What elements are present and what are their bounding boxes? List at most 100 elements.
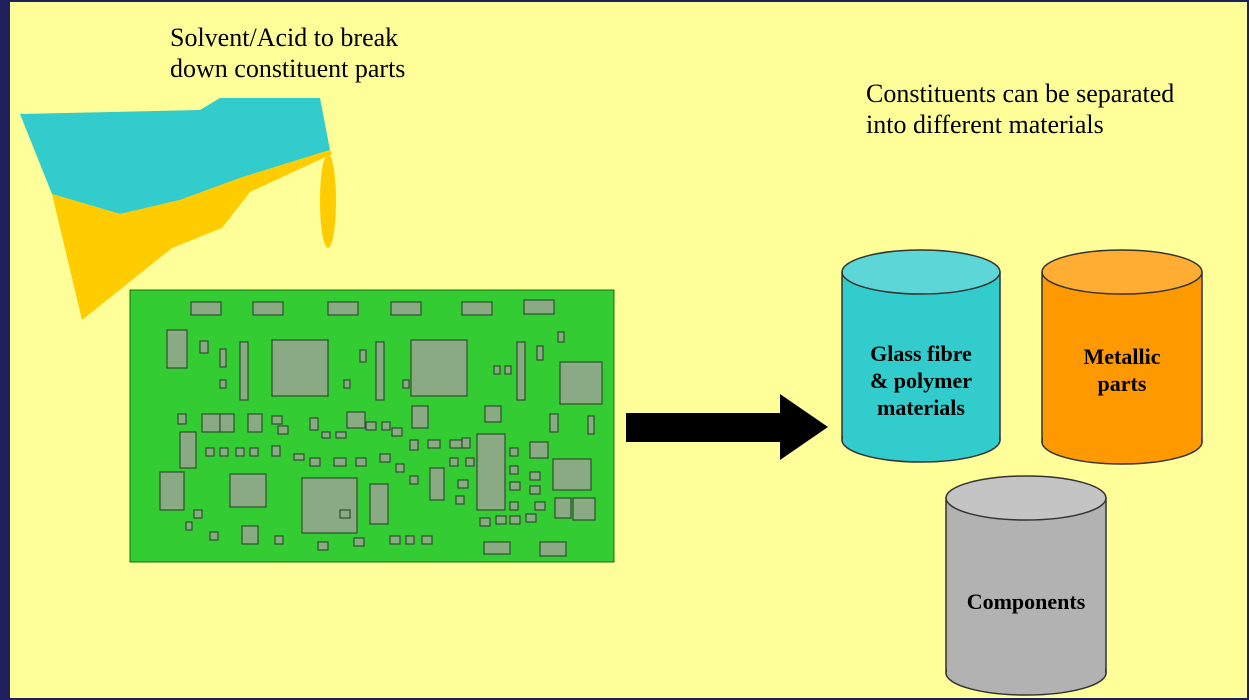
- board-chip: [529, 485, 541, 495]
- board-chip: [335, 431, 347, 439]
- metallic-parts-label-line: parts: [1097, 371, 1147, 396]
- board-chip: [483, 541, 511, 555]
- board-chip: [554, 497, 572, 519]
- board-chip: [549, 413, 559, 433]
- board-chip: [509, 501, 519, 511]
- board-chip: [493, 365, 501, 375]
- board-chip: [199, 340, 209, 354]
- board-chip: [219, 348, 227, 368]
- board-chip: [516, 341, 526, 401]
- board-chip: [410, 339, 468, 397]
- board-chip: [536, 345, 544, 361]
- board-chip: [552, 458, 592, 491]
- board-chip: [395, 463, 405, 473]
- board-chip: [190, 301, 222, 316]
- cylinder-fill-cover: [843, 272, 999, 440]
- board-chip: [409, 475, 419, 485]
- board-chip: [241, 525, 259, 545]
- components-label: Components: [946, 588, 1106, 615]
- board-chip: [461, 301, 493, 316]
- board-chip: [293, 453, 305, 461]
- board-chip: [249, 447, 259, 457]
- board-chip: [179, 431, 197, 469]
- board-chip: [271, 339, 329, 397]
- acid-liquid: [52, 150, 332, 320]
- board-chip: [365, 421, 377, 431]
- board-chip: [529, 471, 541, 481]
- metallic-parts-cylinder: [1041, 249, 1203, 465]
- board-chip: [346, 411, 366, 429]
- board-chip: [523, 299, 555, 315]
- board-chip: [455, 495, 465, 505]
- pour-caption-line: Solvent/Acid to break: [170, 23, 399, 52]
- board-chip: [389, 535, 401, 545]
- board-chip: [205, 447, 215, 457]
- board-chip: [484, 405, 502, 423]
- board-chip: [339, 509, 351, 519]
- board-chip: [252, 301, 284, 316]
- board-chip: [369, 483, 389, 525]
- acid-stream: [320, 154, 336, 248]
- board-chip: [219, 447, 229, 457]
- board-chip: [333, 457, 347, 467]
- cylinder-top: [945, 475, 1107, 521]
- board-chip: [409, 439, 419, 451]
- cylinder-top: [841, 249, 1001, 295]
- board-chip: [539, 541, 567, 557]
- board-chip: [274, 535, 284, 545]
- board-chip: [429, 467, 445, 501]
- board-chip: [504, 365, 512, 375]
- glass-fibre-label-line: materials: [877, 395, 965, 420]
- board-chip: [479, 517, 491, 527]
- board-chip: [166, 329, 188, 369]
- separation-caption-line: Constituents can be separated: [866, 79, 1175, 108]
- board-chip: [449, 457, 459, 467]
- diagram-art: [20, 98, 1203, 696]
- board-chip: [534, 501, 546, 511]
- board-chip: [557, 331, 565, 343]
- board-chip: [185, 521, 193, 531]
- glass-fibre-cylinder: [841, 249, 1001, 463]
- board-chip: [390, 301, 422, 316]
- board-chip: [201, 413, 221, 433]
- board-chip: [457, 479, 469, 489]
- board-chip: [247, 413, 263, 433]
- board-chip: [209, 531, 219, 541]
- board-chip: [476, 433, 506, 511]
- board-chip: [321, 431, 331, 439]
- board-chip: [229, 473, 267, 508]
- board-chip: [355, 457, 367, 467]
- metallic-parts-label: Metallic parts: [1042, 343, 1202, 397]
- board-chip: [327, 301, 359, 316]
- metallic-parts-label-line: Metallic: [1083, 344, 1161, 369]
- acid-pouring-vessel: [20, 98, 336, 320]
- cylinder-fill-cover: [1043, 272, 1201, 442]
- separation-caption-line: into different materials: [866, 110, 1104, 139]
- glass-fibre-label: Glass fibre & polymer materials: [842, 340, 1000, 421]
- board-chip: [193, 509, 203, 519]
- board-chip: [559, 361, 603, 405]
- board-chip: [271, 445, 281, 457]
- board-chip: [421, 535, 433, 545]
- circuit-board: [129, 289, 615, 563]
- board-chip: [159, 471, 185, 511]
- cylinder-fill-cover: [947, 498, 1105, 673]
- glass-fibre-label-line: & polymer: [869, 368, 973, 393]
- board-chip: [177, 413, 187, 425]
- board-chip: [359, 349, 367, 363]
- board-components: [159, 299, 603, 557]
- board-chip: [529, 441, 549, 459]
- board-chip: [379, 453, 391, 463]
- board-chip: [235, 447, 245, 457]
- board-chip: [301, 477, 358, 534]
- board-chip: [277, 425, 289, 435]
- board-chip: [391, 427, 403, 437]
- pour-caption: Solvent/Acid to break down constituent p…: [170, 22, 405, 84]
- board-chip: [309, 417, 319, 431]
- vessel-body: [20, 98, 330, 214]
- board-chip: [509, 515, 521, 525]
- board-chip: [427, 439, 441, 449]
- board-chip: [405, 535, 415, 545]
- board-chip: [239, 341, 249, 401]
